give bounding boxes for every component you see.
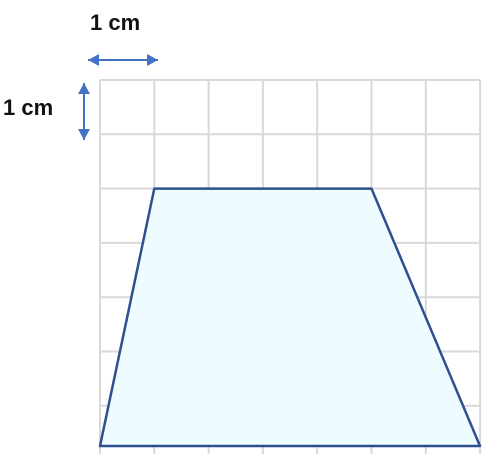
arrow-head [147, 54, 158, 66]
vertical-scale-arrow [78, 83, 90, 140]
horizontal-scale-arrow [88, 54, 158, 66]
arrow-head [78, 129, 90, 140]
horizontal-scale-label: 1 cm [90, 10, 141, 35]
trapezoid-shape [98, 187, 482, 448]
arrow-head [78, 83, 90, 94]
arrow-head [88, 54, 99, 66]
vertical-scale-label: 1 cm [3, 95, 54, 120]
